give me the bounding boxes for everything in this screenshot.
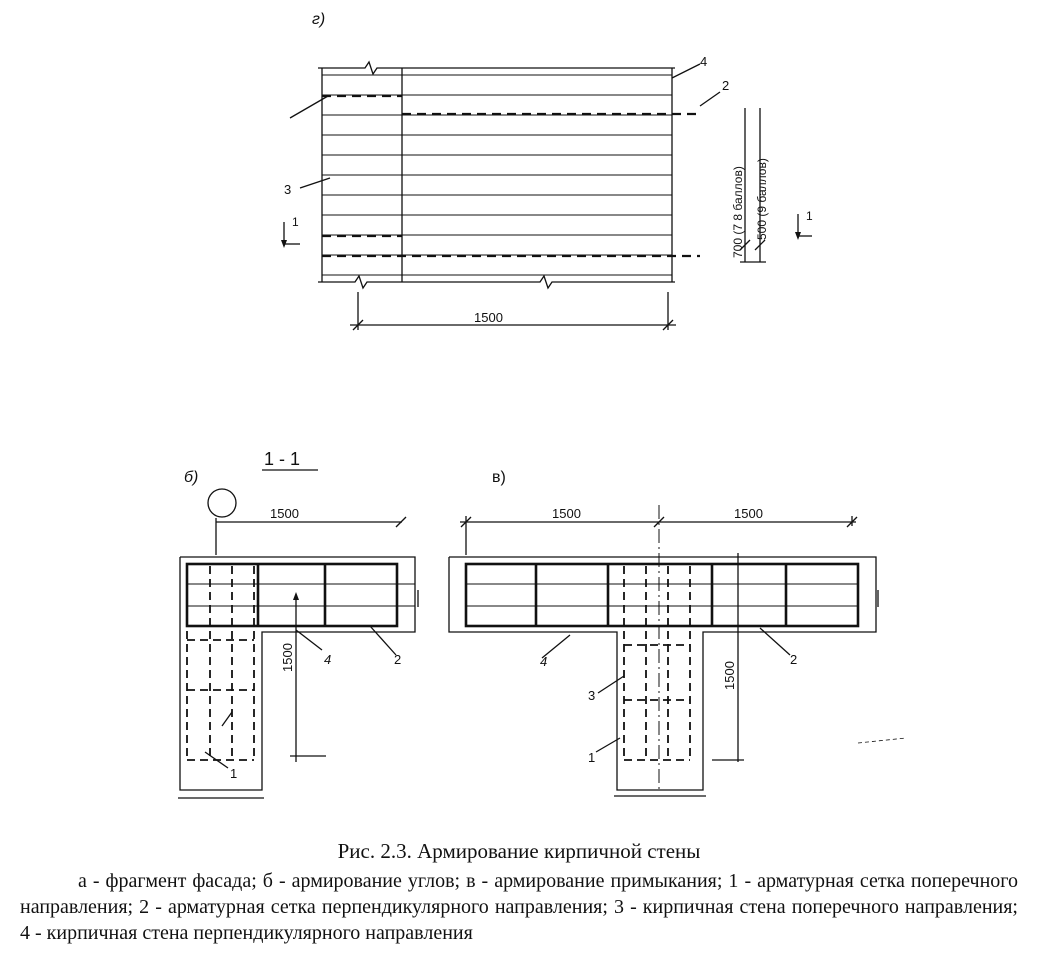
section-1-right-label: 1 <box>806 209 813 223</box>
mesh-vertical-dashed <box>186 566 255 761</box>
callout-4-b: 4 <box>324 652 331 667</box>
callout-1-b: 1 <box>230 766 237 781</box>
callout-1-c: 1 <box>588 750 595 765</box>
view-a-label: г) <box>312 11 325 28</box>
dimension-1500-a: 1500 <box>474 310 503 325</box>
corner-reinforcement-view <box>178 469 419 799</box>
caption-title: Рис. 2.3. Армирование кирпичной стены <box>337 839 701 863</box>
view-b-label: б) <box>184 469 198 486</box>
view-c-label: в) <box>492 469 506 486</box>
facade-fragment-view <box>281 60 812 331</box>
callout-3-c: 3 <box>588 688 595 703</box>
mesh-vertical-junction-dashed <box>623 566 691 761</box>
callout-2-b: 2 <box>394 652 401 667</box>
mesh-horizontal <box>185 562 399 628</box>
brick-courses <box>322 74 672 276</box>
figure-caption: Рис. 2.3. Армирование кирпичной стены а … <box>0 838 1038 946</box>
junction-reinforcement-view <box>448 505 907 797</box>
section-mark-right <box>795 214 812 240</box>
section-mark-left <box>281 222 300 248</box>
dimension-1500-c-right: 1500 <box>734 506 763 521</box>
spacing-700-label: 700 (7 8 баллов) <box>731 166 745 258</box>
spacing-500-label: 500 (9 баллов) <box>755 158 769 240</box>
callout-2-c: 2 <box>790 652 797 667</box>
caption-description: а - фрагмент фасада; б - армирование угл… <box>20 870 1018 944</box>
callout-4-c: 4 <box>540 654 547 669</box>
callout-2-a: 2 <box>722 78 729 93</box>
callout-3-a: 3 <box>284 182 291 197</box>
section-label-1-1: 1 - 1 <box>264 449 300 469</box>
mesh-lines-dashed <box>322 94 700 258</box>
dimension-1500-b-horizontal: 1500 <box>270 506 299 521</box>
dimension-1500-c-vertical: 1500 <box>722 661 737 690</box>
mesh-horizontal-junction <box>464 562 860 628</box>
section-1-left-label: 1 <box>292 215 299 229</box>
callout-4-a: 4 <box>700 54 707 69</box>
dimension-1500-b-vertical: 1500 <box>280 643 295 672</box>
dimension-1500-c-left: 1500 <box>552 506 581 521</box>
reinforcement-figure: г) 4 2 3 1 1 700 (7 8 баллов) 500 (9 бал… <box>178 11 907 799</box>
